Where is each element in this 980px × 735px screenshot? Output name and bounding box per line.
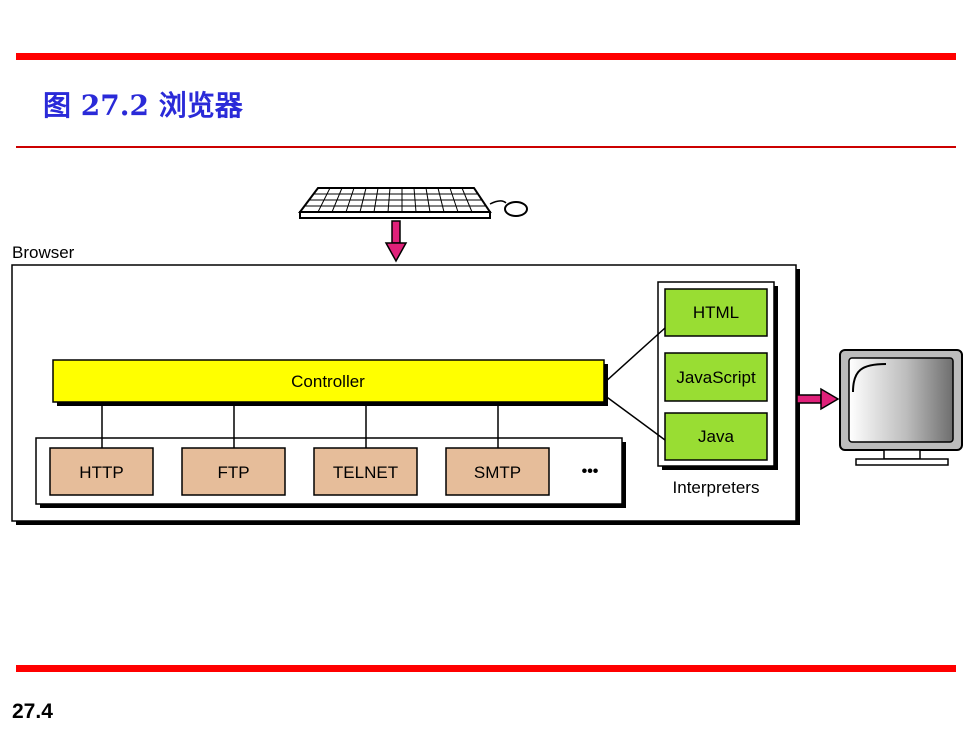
interpreter-label: JavaScript bbox=[676, 368, 756, 387]
monitor-icon bbox=[839, 349, 963, 466]
interpreters-label: Interpreters bbox=[673, 478, 760, 497]
client-ftp: FTP bbox=[181, 447, 286, 496]
mouse-icon bbox=[489, 200, 528, 217]
interpreter-html: HTML bbox=[664, 288, 768, 337]
interpreter-label: HTML bbox=[693, 303, 739, 322]
client-label: FTP bbox=[217, 463, 249, 482]
interpreter-java: Java bbox=[664, 412, 768, 461]
title-underline bbox=[16, 146, 956, 148]
client-label: HTTP bbox=[79, 463, 123, 482]
client-telnet: TELNET bbox=[313, 447, 418, 496]
display-output-arrow bbox=[796, 387, 840, 411]
controller-box bbox=[52, 359, 605, 403]
keyboard-icon bbox=[298, 187, 492, 219]
interpreter-javascript: JavaScript bbox=[664, 352, 768, 402]
client-label: TELNET bbox=[333, 463, 398, 482]
connector-lines bbox=[101, 327, 666, 448]
controller-label: Controller bbox=[291, 372, 365, 391]
interpreter-label: Java bbox=[698, 427, 734, 446]
page-number: 27.4 bbox=[12, 700, 53, 723]
client-http: HTTP bbox=[49, 447, 154, 496]
keyboard-input-arrow bbox=[384, 220, 408, 263]
slide-title: 图 27.2 浏览器 bbox=[43, 89, 243, 122]
more-clients-ellipsis: ••• bbox=[582, 463, 599, 480]
bottom-rule bbox=[16, 665, 956, 672]
browser-label: Browser bbox=[12, 243, 75, 262]
top-rule bbox=[16, 53, 956, 60]
client-label: SMTP bbox=[474, 463, 521, 482]
client-smtp: SMTP bbox=[445, 447, 550, 496]
